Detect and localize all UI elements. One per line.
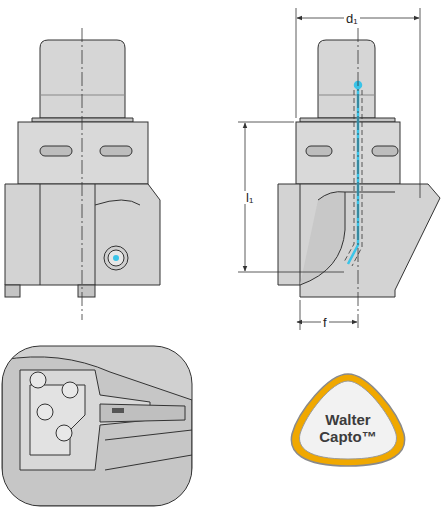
logo-face xyxy=(300,381,397,459)
centerline xyxy=(358,28,359,328)
dimension-label: l₁ xyxy=(244,191,255,204)
dimension-label: d₁ xyxy=(344,12,360,25)
coolant-channel-outline xyxy=(344,90,362,266)
dimension-lines xyxy=(238,8,420,330)
detail-outline xyxy=(2,346,192,506)
logo-badge: Walter Capto™ xyxy=(290,372,406,468)
logo-text: Walter Capto™ xyxy=(311,411,385,446)
logo-ring xyxy=(291,374,404,466)
coolant-channel xyxy=(348,82,361,264)
front-view xyxy=(5,28,440,320)
dimension-label: f xyxy=(321,316,329,329)
detail-view xyxy=(2,346,192,506)
